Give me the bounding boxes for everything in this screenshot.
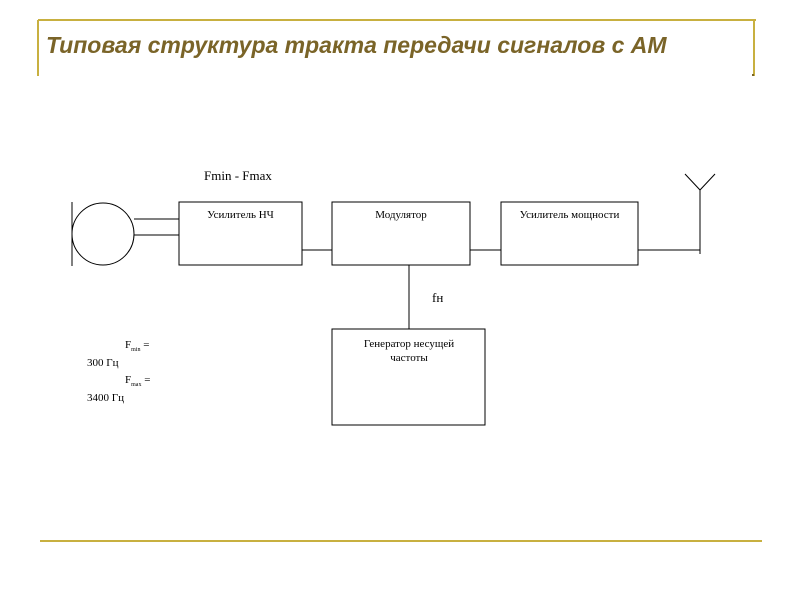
carrier-frequency-label: fн xyxy=(432,290,444,305)
fmin-equation: Fmin = xyxy=(125,339,149,353)
power-amp-label: Усилитель мощности xyxy=(519,209,620,221)
fmax-value: 3400 Гц xyxy=(87,392,124,404)
fmin-value: 300 Гц xyxy=(87,357,119,369)
fmax-equals: = xyxy=(141,374,151,386)
fmax-subscript: max xyxy=(131,382,142,389)
power-amp-block xyxy=(500,201,639,266)
carrier-gen-block xyxy=(331,328,486,426)
slide-title: Типовая структура тракта передачи сигнал… xyxy=(46,32,667,58)
microphone-icon xyxy=(71,202,135,266)
modulator-label: Модулятор xyxy=(375,209,427,221)
fmax-equation: Fmax = xyxy=(125,374,150,388)
modulator-block xyxy=(331,201,471,266)
fmin-subscript: min xyxy=(131,347,141,354)
corner-dot xyxy=(752,74,754,76)
fmin-symbol: F xyxy=(125,339,132,351)
lf-amp-label: Усилитель НЧ xyxy=(207,209,274,221)
lf-amp-block xyxy=(178,201,303,266)
carrier-gen-label: Генератор несущей частоты xyxy=(363,338,455,364)
fmin-equals: = xyxy=(140,339,150,351)
antenna-icon xyxy=(684,173,716,254)
fmax-symbol: F xyxy=(125,374,132,386)
frequency-range-label: Fmin - Fmax xyxy=(204,168,272,183)
